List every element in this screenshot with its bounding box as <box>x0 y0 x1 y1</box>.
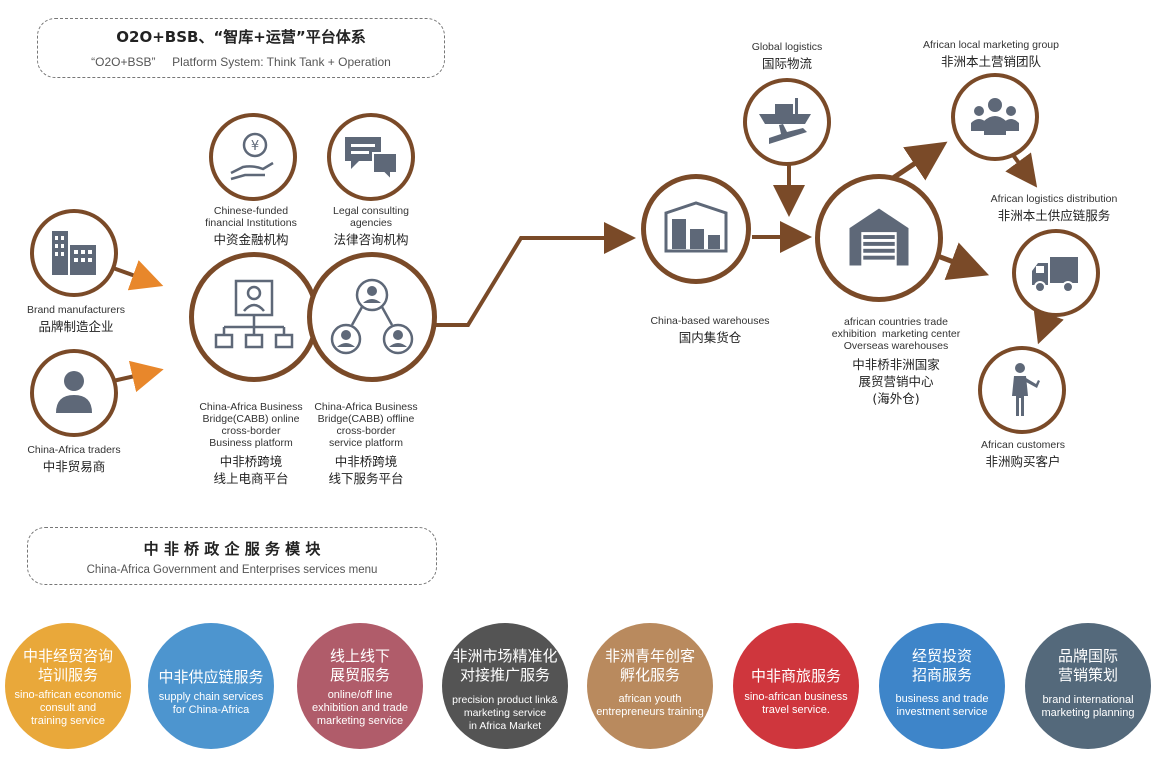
service-supply-chain: 中非供应链服务 supply chain services for China-… <box>148 623 274 749</box>
legal-consulting-node <box>327 113 415 201</box>
service-investment: 经贸投资 招商服务 business and trade investment … <box>879 623 1005 749</box>
flow-arrows <box>112 141 1064 393</box>
distribution-label: African logistics distribution 非洲本土供应链服务 <box>990 193 1118 223</box>
arrow-platform-warehouse <box>435 222 636 327</box>
service-business-travel: 中非商旅服务 sino-african business travel serv… <box>733 623 859 749</box>
arrow-overseas-distribution <box>934 242 990 280</box>
brand-manufacturers-label: Brand manufacturers 品牌制造企业 <box>26 304 126 334</box>
org-chart-icon <box>214 279 294 349</box>
ship-plane-icon <box>759 98 811 144</box>
china-africa-traders-label: China-Africa traders 中非贸易商 <box>27 444 121 474</box>
businessman-icon <box>1012 363 1040 416</box>
services-title-box: 中 非 桥 政 企 服 务 模 块 China-Africa Governmen… <box>27 527 437 585</box>
customers-node <box>978 346 1066 434</box>
platform-title: O2O+BSB、“智库+运营”平台体系 <box>116 28 366 46</box>
service-market-promotion: 非洲市场精准化 对接推广服务 precision product link& m… <box>442 623 568 749</box>
online-platform-node <box>189 252 319 382</box>
arrow-marketing-distribution <box>1005 152 1038 188</box>
global-logistics-node <box>743 78 831 166</box>
china-warehouse-label: China-based warehouses 国内集货仓 <box>650 315 770 345</box>
service-brand-marketing: 品牌国际 营销策划 brand international marketing … <box>1025 623 1151 749</box>
offline-platform-label: China-Africa Business Bridge(CABB) offli… <box>314 401 418 486</box>
buildings-icon <box>52 231 96 275</box>
yen-hand-icon: ¥ <box>230 132 274 181</box>
services-title: 中 非 桥 政 企 服 务 模 块 <box>143 540 321 558</box>
arrow-brand <box>112 260 164 291</box>
warehouse-icon <box>664 201 728 253</box>
arrow-overseas-marketing <box>888 141 948 183</box>
offline-platform-node <box>307 252 437 382</box>
marketing-group-node <box>951 73 1039 161</box>
truck-icon <box>1032 257 1078 293</box>
network-people-icon <box>330 278 414 355</box>
services-subtitle: China-Africa Government and Enterprises … <box>86 564 378 576</box>
distribution-node <box>1012 229 1100 317</box>
brand-manufacturers-node <box>30 209 118 297</box>
marketing-group-label: African local marketing group 非洲本土营销团队 <box>923 39 1059 69</box>
garage-warehouse-icon <box>849 208 909 266</box>
global-logistics-label: Global logistics 国际物流 <box>751 41 823 71</box>
platform-subtitle: “O2O+BSB” Platform System: Think Tank + … <box>91 55 391 69</box>
china-warehouse-node <box>641 174 751 284</box>
customers-label: African customers 非洲购买客户 <box>980 439 1066 469</box>
chat-bubbles-icon <box>345 137 398 183</box>
service-youth-incubation: 非洲青年创客 孵化服务 african youth entrepreneurs … <box>587 623 713 749</box>
china-africa-traders-node <box>30 349 118 437</box>
person-icon <box>56 371 92 413</box>
financial-institutions-node: ¥ <box>209 113 297 201</box>
service-consult-training: 中非经贸咨询 培训服务 sino-african economic consul… <box>5 623 131 749</box>
arrow-traders <box>112 360 164 393</box>
svg-text:¥: ¥ <box>251 139 259 154</box>
overseas-warehouse-node <box>815 174 943 302</box>
overseas-warehouse-label: african countries trade exhibition marke… <box>831 316 961 406</box>
service-exhibition-trade: 线上线下 展贸服务 online/off line exhibition and… <box>297 623 423 749</box>
online-platform-label: China-Africa Business Bridge(CABB) onlin… <box>199 401 303 486</box>
team-icon <box>971 98 1019 135</box>
platform-title-box: O2O+BSB、“智库+运营”平台体系 “O2O+BSB” Platform S… <box>37 18 445 78</box>
